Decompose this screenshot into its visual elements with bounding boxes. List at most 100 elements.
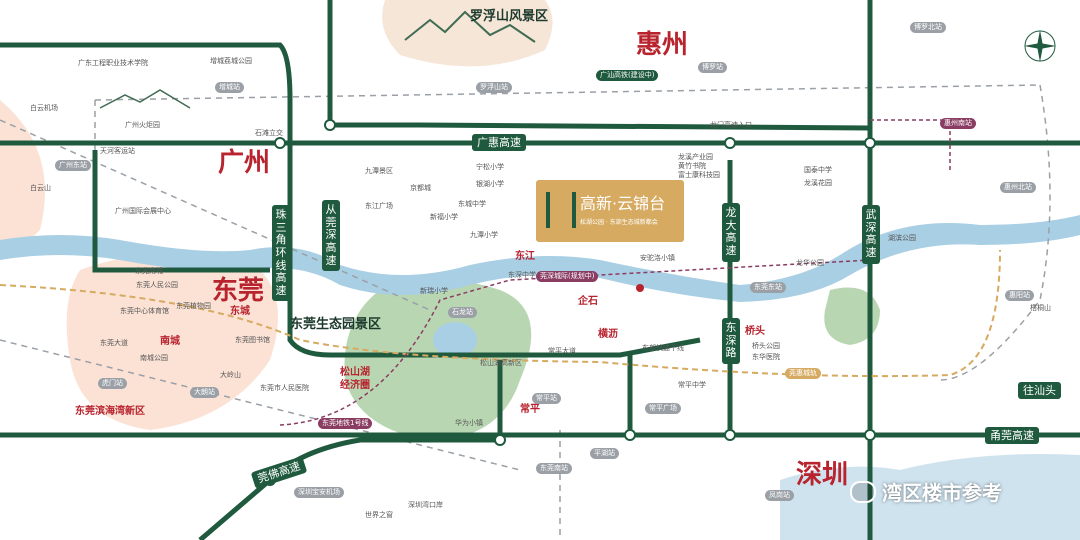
poi: 松山湖高新区 xyxy=(480,359,522,367)
poi-station: 虎门站 xyxy=(98,378,127,389)
poi: 白云机场 xyxy=(30,104,58,112)
poi: 东莞中心体育馆 xyxy=(120,307,169,315)
hwy-guanghui: 广惠高速 xyxy=(472,134,526,151)
poi: 梧桐山 xyxy=(1030,304,1051,312)
poi-station: 平湖站 xyxy=(590,448,619,459)
town-hengli: 横沥 xyxy=(598,329,618,340)
east-park xyxy=(824,287,880,345)
hwy-wushen: 武深高速 xyxy=(862,205,880,264)
poi: 桥头公园 xyxy=(752,342,780,350)
poi: 东华医院 xyxy=(752,353,780,361)
poi: 银湖小学 xyxy=(476,180,504,188)
project-name: 高新·云锦台 xyxy=(580,194,666,213)
poi: 石滩立交 xyxy=(255,129,283,137)
poi: 东莞大道 xyxy=(100,339,128,347)
watermark-text: 湾区楼市参考 xyxy=(882,481,1002,505)
metro-line xyxy=(279,259,871,426)
baiyun-mountain xyxy=(99,89,191,109)
town-dongcheng: 东城 xyxy=(230,306,250,317)
poi: 东城中学 xyxy=(458,200,486,208)
poi-station: 凤岗站 xyxy=(765,490,794,501)
poi-station: 常平站 xyxy=(532,393,561,404)
poi-station: 博罗北站 xyxy=(910,22,946,33)
poi: 黄竹书院 xyxy=(678,162,706,170)
town-binhai: 东莞滨海湾新区 xyxy=(75,406,145,417)
town-changping: 常平 xyxy=(520,404,540,415)
poi-station: 深圳宝安机场 xyxy=(294,487,344,498)
poi: 华为小镇 xyxy=(455,419,483,427)
poi: 龙溪花园 xyxy=(804,179,832,187)
poi-station: 东莞东站 xyxy=(750,282,786,293)
project-subtitle: 松湖公园 · 东部生态城新都会 xyxy=(580,219,658,226)
hwy-conghuan: 从莞深高速 xyxy=(322,200,340,272)
poi: 常平大道 xyxy=(548,347,576,355)
scenic-songshanhu-2: 经济圈 xyxy=(340,380,370,391)
poi: 深圳湾口岸 xyxy=(408,501,443,509)
poi: 常平中学 xyxy=(678,381,706,389)
poi-station: 石龙站 xyxy=(448,307,477,318)
rail-guangmao: 广汕高铁(建设中) xyxy=(596,70,659,81)
rail-gs: 莞深城际(规划中) xyxy=(536,271,599,282)
dongjiang-river xyxy=(0,215,1080,302)
poi: 天河客运站 xyxy=(100,147,135,155)
poi: 九潭景区 xyxy=(365,167,393,175)
poi: 新福小学 xyxy=(430,213,458,221)
poi-station: 惠阳站 xyxy=(1005,290,1034,301)
poi: 京都城 xyxy=(410,184,431,192)
poi: 龙门高速入口 xyxy=(710,121,752,129)
poi: 东莞人民公园 xyxy=(136,281,178,289)
poi-station: 罗浮山站 xyxy=(476,82,512,93)
poi-station: 广州东站 xyxy=(55,160,91,171)
town-nancheng: 南城 xyxy=(160,336,180,347)
hwy-dongshen: 东深路 xyxy=(722,318,740,364)
poi: 广州国际会展中心 xyxy=(115,207,171,215)
poi: 龙溪产业园 xyxy=(678,153,713,161)
poi: 东江广场 xyxy=(365,202,393,210)
hwy-yongguan: 甬莞高速 xyxy=(985,427,1039,444)
poi: 湖滨公园 xyxy=(888,234,916,242)
project-marker xyxy=(636,284,644,292)
poi: 宁松小学 xyxy=(476,163,504,171)
project-card[interactable]: 高新·云锦台 松湖公园 · 东部生态城新都会 xyxy=(536,180,684,242)
town-qiaotou: 桥头 xyxy=(745,326,765,337)
city-dongguan: 东莞 xyxy=(212,276,265,306)
poi: 增城荔城公园 xyxy=(210,57,252,65)
poi: 广州火炬园 xyxy=(125,121,160,129)
rail-guanhui: 莞惠城轨 xyxy=(785,368,821,379)
poi: 安驼洛小镇 xyxy=(640,254,675,262)
luofushan-area xyxy=(382,0,553,67)
poi: 富士康科技园 xyxy=(678,171,720,179)
town-dongjiang: 东江 xyxy=(515,251,535,262)
hwy-zhusanjiao: 珠三角环线高速 xyxy=(272,205,290,302)
poi: 广东工程职业技术学院 xyxy=(78,59,148,67)
poi: 东莞植物园 xyxy=(176,302,211,310)
poi-station: 惠州北站 xyxy=(1000,182,1036,193)
poi: 大岭山 xyxy=(220,371,241,379)
scenic-dongguan-eco: 东莞生态园景区 xyxy=(290,317,382,332)
poi: 国泰中学 xyxy=(804,166,832,174)
poi: 东部快速干线 xyxy=(642,344,684,352)
poi: 南城公园 xyxy=(140,354,168,362)
sea xyxy=(780,454,1080,540)
project-logo-icon xyxy=(546,192,576,228)
poi: 东莞南城 xyxy=(135,267,163,275)
poi: 东莞市人民医院 xyxy=(260,384,309,392)
poi-station: 常平广场 xyxy=(645,403,681,414)
poi: 九潭小学 xyxy=(470,231,498,239)
poi-station: 惠州南站 xyxy=(940,118,976,129)
hwy-longda: 龙大高速 xyxy=(722,203,740,262)
poi: 东深中学 xyxy=(508,271,536,279)
poi: 东莞图书馆 xyxy=(235,336,270,344)
wechat-icon xyxy=(850,480,876,503)
scenic-luofushan: 罗浮山风景区 xyxy=(470,9,549,24)
watermark: 湾区楼市参考 xyxy=(850,477,1002,506)
poi: 龙华公园 xyxy=(796,259,824,267)
city-guangzhou: 广州 xyxy=(218,148,271,178)
poi-station: 东莞南站 xyxy=(536,463,572,474)
scenic-songshanhu: 松山湖 xyxy=(340,367,370,378)
exit-to-shantou: 往汕头 xyxy=(1018,382,1061,399)
city-shenzhen: 深圳 xyxy=(796,460,849,490)
eco-park xyxy=(344,280,532,440)
